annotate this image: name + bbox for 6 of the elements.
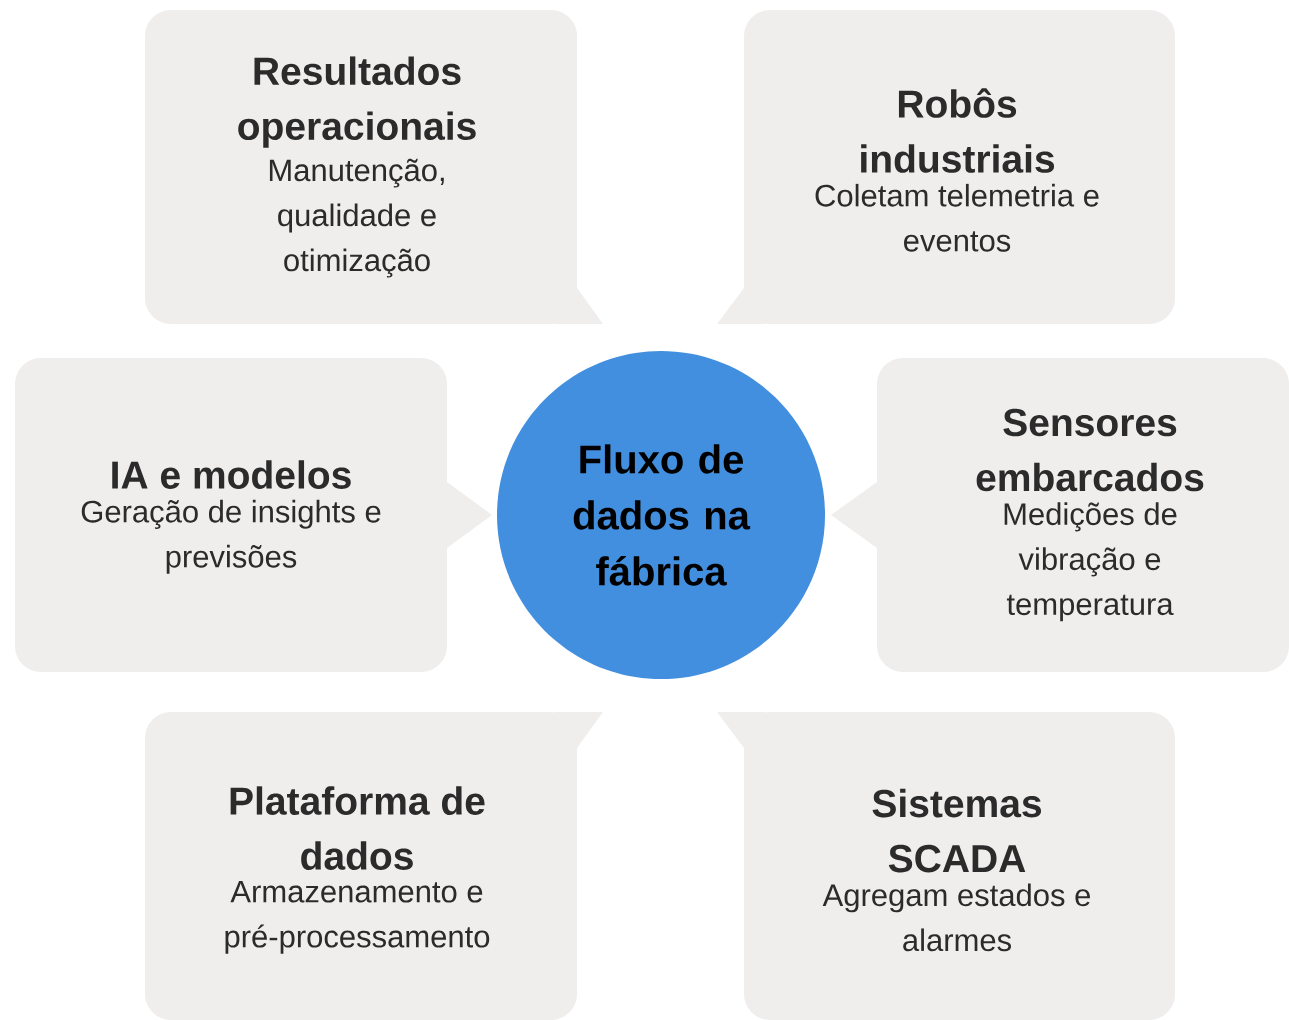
speech-bubble: Sensores embarcados Medições de vibração e temperatura — [831, 358, 1289, 672]
speech-bubble: Robôs industriais Coletam telemetria e eventos — [717, 10, 1175, 324]
speech-bubble: IA e modelos Geração de insights e previsões — [15, 358, 492, 672]
speech-bubble: Sistemas SCADA Agregam estados e alarmes — [717, 712, 1175, 1020]
speech-bubble: Resultados operacionais Manutenção, qualidade e otimização — [145, 10, 603, 324]
speech-bubble: Plataforma de dados Armazenamento e pré-processamento — [145, 712, 603, 1020]
